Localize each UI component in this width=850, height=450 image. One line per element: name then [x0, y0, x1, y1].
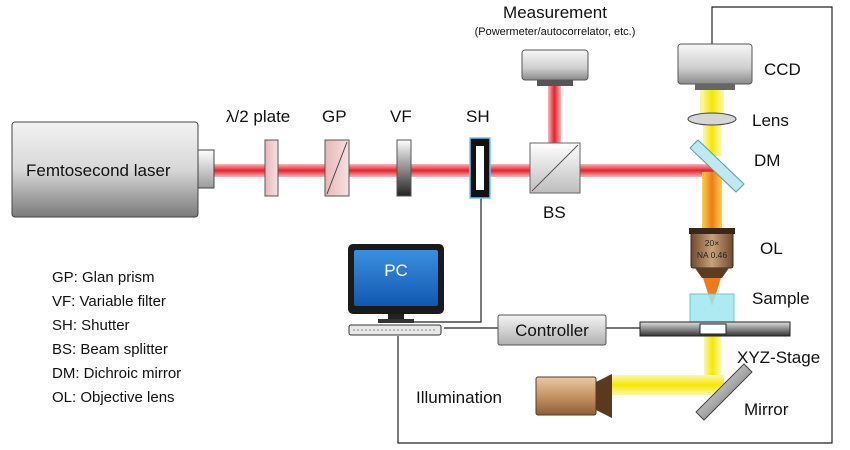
- lens-label: Lens: [752, 111, 789, 130]
- illumination-source: Illumination: [416, 374, 612, 418]
- dichroic-mirror: DM: [689, 139, 780, 193]
- sh-label: SH: [466, 107, 490, 126]
- legend-item: GP: Glan prism: [52, 269, 155, 286]
- yellow-beam: [606, 88, 724, 395]
- ccd-camera: CCD: [677, 43, 801, 90]
- wire-shutter-to-pc: [410, 198, 482, 323]
- wire-ccd-to-pc: [397, 6, 833, 444]
- measurement-label: Measurement: [503, 3, 607, 22]
- mirror: Mirror: [695, 363, 789, 421]
- pc-label: PC: [384, 261, 408, 280]
- laser-label: Femtosecond laser: [26, 161, 171, 180]
- ol-na-label: NA 0.46: [697, 250, 728, 260]
- legend: GP: Glan prism VF: Variable filter SH: S…: [52, 269, 181, 406]
- wiring: [397, 6, 833, 444]
- sample-label: Sample: [752, 289, 810, 308]
- controller: Controller: [497, 314, 607, 346]
- variable-filter: VF: [390, 107, 412, 197]
- sample: Sample: [689, 289, 810, 323]
- ol-mag-label: 20×: [705, 238, 719, 248]
- legend-item: OL: Objective lens: [52, 389, 175, 406]
- bs-label: BS: [543, 203, 566, 222]
- legend-item: DM: Dichroic mirror: [52, 365, 181, 382]
- half-wave-plate: λ/2 plate: [226, 107, 290, 197]
- lens: Lens: [687, 111, 789, 130]
- laser-beam: [212, 82, 722, 177]
- shutter: SH: [466, 107, 491, 199]
- beam-splitter: BS: [529, 142, 581, 222]
- gp-label: GP: [322, 107, 347, 126]
- objective-lens: 20× NA 0.46 OL: [689, 228, 783, 278]
- mirror-label: Mirror: [744, 400, 789, 419]
- ol-label: OL: [760, 239, 783, 258]
- xyz-stage: XYZ-Stage: [639, 321, 820, 367]
- femtosecond-laser: Femtosecond laser: [11, 121, 215, 218]
- ccd-label: CCD: [764, 60, 801, 79]
- stage-label: XYZ-Stage: [737, 348, 820, 367]
- dm-label: DM: [754, 151, 780, 170]
- measurement-device: Measurement (Powermeter/autocorrelator, …: [475, 3, 636, 86]
- focus-cone: [703, 278, 721, 306]
- illumination-label: Illumination: [416, 388, 502, 407]
- legend-item: SH: Shutter: [52, 317, 130, 334]
- glan-prism: GP: [322, 107, 350, 197]
- legend-item: BS: Beam splitter: [52, 341, 168, 358]
- legend-item: VF: Variable filter: [52, 293, 166, 310]
- pc: PC: [348, 244, 444, 336]
- vf-label: VF: [390, 107, 412, 126]
- half-wave-plate-label: λ/2 plate: [226, 107, 290, 126]
- controller-label: Controller: [515, 321, 589, 340]
- measurement-sublabel: (Powermeter/autocorrelator, etc.): [475, 26, 636, 38]
